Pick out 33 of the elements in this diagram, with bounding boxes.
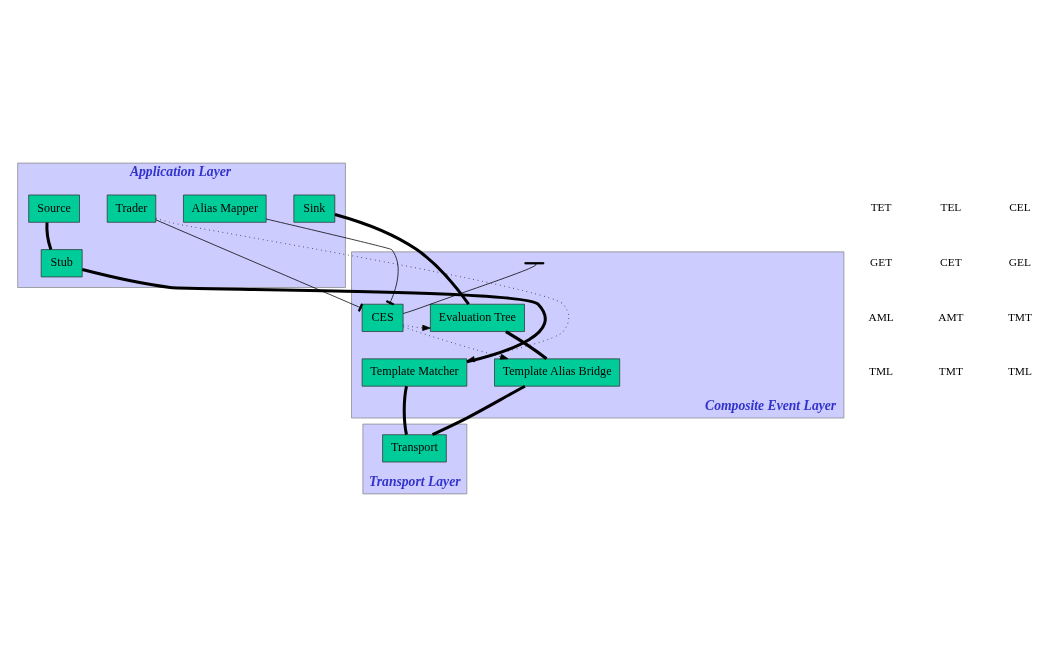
node-box: Evaluation Tree [430,303,525,332]
node-box: Template Matcher [361,358,468,387]
label: TEL [940,201,962,214]
connector [155,219,364,312]
label: TML [869,365,894,378]
arrow [402,324,431,331]
label: GEL [1008,255,1031,268]
node-box: Sink [293,194,336,223]
label: TMT [1007,310,1032,323]
node-box: Stub [40,249,83,278]
node-box: Template Alias Bridge [494,358,621,387]
arrow [155,217,570,363]
node-box: Transport [382,434,447,463]
connector [334,212,470,305]
connector [402,263,537,314]
label: AML [868,310,894,323]
connector [431,384,526,436]
arrow [403,326,509,360]
label: CEL [1009,201,1031,214]
label: TMT [938,365,963,378]
connector [505,330,548,360]
label: TET [870,201,892,214]
label: GET [870,255,893,268]
node-box: Trader [106,194,157,223]
label: TML [1007,365,1032,378]
connector [265,218,399,306]
connector [45,222,53,250]
label: CET [940,255,962,268]
connector [81,268,547,364]
node-box: Alias Mapper [183,194,267,223]
node-box: Source [28,194,80,223]
label: AMT [938,310,964,323]
node-box: CES [361,303,404,332]
